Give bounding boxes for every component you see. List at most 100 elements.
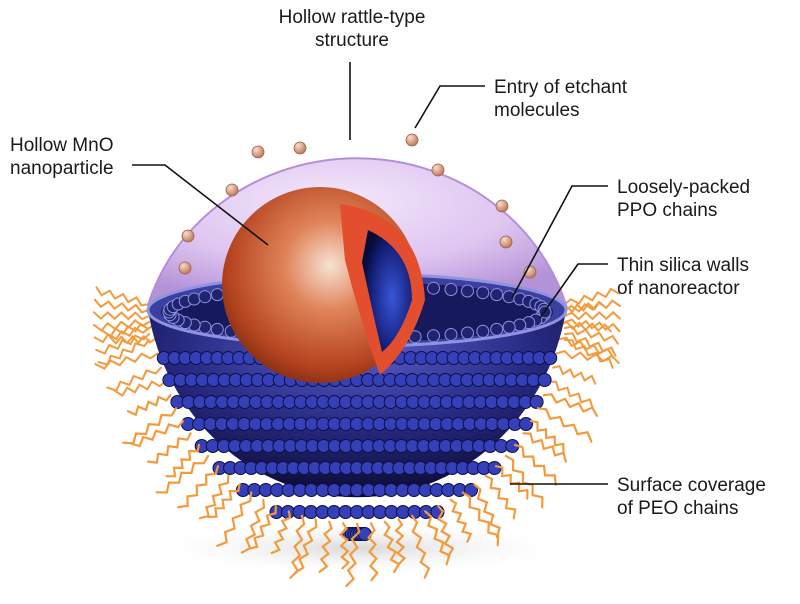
peo-chain [484, 474, 517, 520]
peo-chain [289, 514, 306, 579]
peo-chain [293, 518, 318, 574]
peo-chain [106, 366, 162, 392]
peo-chain [126, 394, 172, 417]
label-silica-line1: Thin silica walls [617, 255, 749, 276]
peo-chain [97, 339, 150, 366]
silica-bead [537, 373, 552, 387]
label-rattle-line2: structure [315, 30, 389, 51]
peo-chains-back [93, 286, 621, 410]
peo-chain [216, 491, 253, 547]
peo-chain [394, 518, 407, 566]
ppo-bead [187, 292, 201, 306]
peo-chain [513, 443, 557, 486]
etchant-molecule [181, 229, 195, 243]
label-ppo: Loosely-packed PPO chains [617, 176, 750, 222]
silica-bead [529, 395, 544, 409]
etchant-molecule [431, 163, 445, 177]
ppo-bead [490, 288, 504, 302]
ppo-bead [444, 328, 458, 341]
peo-chain [564, 318, 621, 333]
ppo-bead [476, 324, 490, 338]
peo-chain [146, 432, 192, 464]
peo-chain [552, 365, 597, 385]
leader-ppo [511, 185, 608, 299]
peo-chain [449, 498, 473, 543]
peo-chain [240, 498, 266, 554]
ppo-bead [461, 284, 474, 298]
ppo-bead [461, 326, 474, 340]
label-etchant: Entry of etchant molecules [494, 76, 627, 122]
label-etchant-line2: molecules [494, 100, 580, 121]
peo-chain [93, 298, 150, 314]
ppo-bead [427, 329, 440, 343]
peo-chain [165, 443, 201, 478]
etchant-molecule [251, 145, 265, 159]
peo-chain [318, 520, 333, 573]
ppo-bead [210, 322, 224, 336]
ppo-bead [490, 322, 504, 336]
peo-chain [338, 522, 351, 570]
etchant-molecule [293, 141, 307, 155]
peo-chain [95, 333, 150, 355]
peo-chain [564, 332, 617, 357]
ppo-bead [476, 286, 490, 300]
label-silica-line2: of nanoreactor [617, 278, 740, 299]
label-mno: Hollow MnO nanoparticle [10, 134, 114, 180]
peo-chain [522, 432, 567, 463]
label-peo-line1: Surface coverage [617, 475, 766, 496]
leader-mno [132, 164, 269, 246]
peo-chain [542, 393, 599, 417]
peo-chain [529, 420, 565, 454]
ppo-bead [444, 283, 458, 296]
mno-cavity [362, 230, 412, 352]
peo-chain [564, 325, 619, 345]
label-ppo-line2: PPO chains [617, 200, 718, 221]
peo-chain [198, 474, 230, 520]
peo-chain [129, 420, 185, 448]
ppo-bead [502, 320, 516, 334]
peo-chain [547, 380, 594, 410]
peo-chain [93, 326, 150, 344]
peo-chain [461, 491, 500, 547]
peo-chain [93, 318, 150, 332]
silica-bead [543, 351, 558, 365]
peo-chain [247, 505, 277, 551]
label-peo-line2: of PEO chains [617, 498, 739, 519]
peo-chain [504, 454, 544, 509]
leader-silica [539, 263, 608, 319]
peo-chain [424, 510, 451, 566]
leader-etchant [414, 85, 485, 129]
ppo-bead [513, 318, 527, 332]
peo-chain [206, 483, 241, 518]
peo-chain [383, 520, 401, 574]
peo-chain [436, 505, 455, 558]
peo-chain [473, 483, 501, 539]
silica-wall-beads [156, 351, 558, 541]
etchant-molecule [225, 183, 239, 197]
label-silica: Thin silica walls of nanoreactor [617, 254, 749, 300]
peo-chain [564, 299, 621, 313]
label-rattle-structure: Hollow rattle-type structure [262, 6, 442, 52]
peo-chain [270, 510, 292, 555]
peo-chain [177, 465, 220, 509]
silica-bead [519, 417, 533, 431]
peo-chain [367, 522, 379, 582]
peo-chain [345, 522, 361, 587]
peo-chain [94, 352, 159, 370]
peo-chain [155, 454, 210, 494]
peo-chain [95, 286, 150, 307]
peo-chain [410, 514, 431, 579]
label-mno-line1: Hollow MnO [10, 135, 114, 156]
ppo-bead [210, 288, 224, 302]
ppo-bead [198, 290, 212, 304]
peo-chain [536, 407, 593, 443]
etchant-molecule [405, 133, 419, 147]
etchant-molecule [178, 261, 192, 275]
label-rattle-line1: Hollow rattle-type [278, 7, 426, 28]
peo-chain [564, 339, 614, 369]
ppo-bead [198, 320, 212, 334]
etchant-molecules [178, 133, 537, 279]
peo-chain [122, 407, 178, 445]
